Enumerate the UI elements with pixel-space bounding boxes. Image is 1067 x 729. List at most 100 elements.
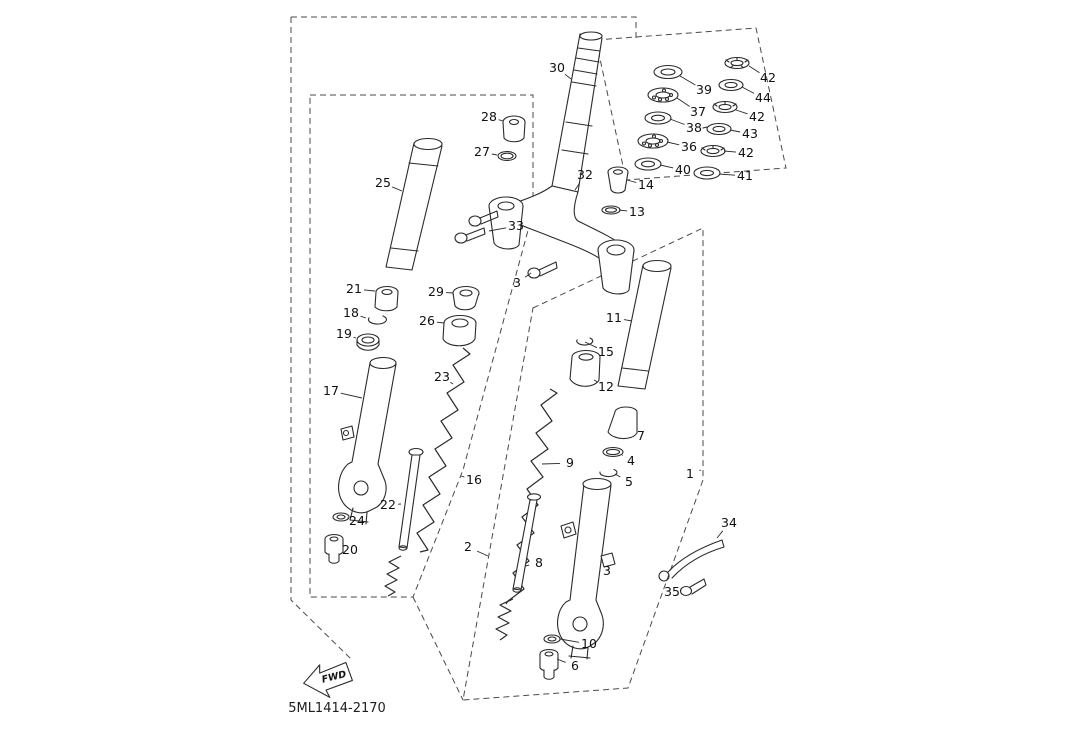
bolt-35 <box>679 578 707 597</box>
ring-nut-42c <box>700 144 726 158</box>
leader-line <box>676 97 690 107</box>
part-number-label: 9 <box>566 455 574 470</box>
part-code: 5ML1414-2170 <box>288 701 386 716</box>
part-number-label: 19 <box>336 326 352 341</box>
washer-24 <box>332 512 350 522</box>
leader-lines <box>340 65 760 663</box>
part-number-label: 2 <box>464 539 472 554</box>
leader-line <box>729 129 741 133</box>
leader-line <box>626 179 637 183</box>
bearing-cover-39 <box>653 64 683 80</box>
fwd-arrow: FWD <box>303 661 353 698</box>
lock-washer-43 <box>702 122 732 136</box>
cap-bolt-28 <box>502 115 526 143</box>
part-number-label: 42 <box>749 109 765 124</box>
o-ring-13 <box>601 205 621 215</box>
part-number-label: 6 <box>571 658 579 673</box>
leader-line <box>669 118 685 125</box>
snap-ring-18 <box>367 315 387 325</box>
part-number-label: 41 <box>737 168 753 183</box>
fork-spring-left <box>416 347 471 553</box>
hose-bracket-34 <box>658 539 725 582</box>
leader-line <box>666 141 680 146</box>
part-number-label: 26 <box>419 313 435 328</box>
clip-15 <box>576 337 594 346</box>
leader-line <box>342 543 344 545</box>
part-number-label: 10 <box>581 636 597 651</box>
part-number-label: 7 <box>637 428 645 443</box>
washer-10 <box>543 634 561 644</box>
inner-tube-right <box>617 259 672 390</box>
part-number-label: 12 <box>598 379 614 394</box>
ring-nut-42a <box>724 56 750 70</box>
bolt-20 <box>324 533 344 564</box>
part-number-label: 27 <box>474 144 490 159</box>
part-number-label: 32 <box>577 167 593 182</box>
part-number-label: 22 <box>380 497 396 512</box>
part-number-label: 3 <box>603 563 611 578</box>
cap-7 <box>607 406 638 440</box>
part-number-label: 13 <box>629 204 645 219</box>
outer-tube-left <box>338 356 397 525</box>
clip-5 <box>599 468 618 478</box>
part-number-label: 21 <box>346 281 362 296</box>
leader-line <box>340 392 363 399</box>
leader-line <box>723 150 737 153</box>
leader-line <box>621 454 623 456</box>
damper-rod-left <box>398 447 424 551</box>
inner-tube-left <box>385 137 443 271</box>
part-number-label: 24 <box>349 513 365 528</box>
part-number-label: 29 <box>428 284 444 299</box>
ring-nut-42b <box>712 100 738 114</box>
outer-boundary-bottom-diagonal <box>412 596 464 701</box>
part-number-label: 44 <box>755 90 771 105</box>
part-number-label: 34 <box>721 515 737 530</box>
part-number-label: 25 <box>375 175 391 190</box>
part-number-label: 37 <box>690 104 706 119</box>
steering-stem <box>551 31 603 193</box>
leader-line <box>716 530 724 539</box>
outer-boundary-top <box>291 16 637 42</box>
leader-line <box>618 209 628 212</box>
leader-line <box>353 336 357 339</box>
leader-line <box>679 75 696 86</box>
leader-line <box>735 109 748 115</box>
part-number-label: 36 <box>681 139 697 154</box>
under-bracket <box>488 185 635 295</box>
damper-rod-right <box>512 493 542 593</box>
bearing-race-40 <box>634 157 662 171</box>
leader-line <box>476 550 489 557</box>
rebound-spring-right <box>495 598 514 641</box>
part-number-label: 33 <box>508 218 524 233</box>
leader-line <box>450 382 454 385</box>
leader-line <box>718 173 736 176</box>
leader-line <box>574 183 580 191</box>
leader-line <box>541 462 561 465</box>
part-number-label: 43 <box>742 126 758 141</box>
dust-seal-41 <box>693 166 721 180</box>
left-fork-group-box <box>309 94 534 598</box>
leader-line <box>524 272 532 278</box>
part-number-label: 20 <box>342 542 358 557</box>
leader-line <box>488 227 507 232</box>
part-number-label: 14 <box>638 177 654 192</box>
part-number-label: 5 <box>625 474 633 489</box>
rebound-spring-left <box>384 555 402 597</box>
leader-line <box>584 341 598 349</box>
part-number-label: 35 <box>664 584 680 599</box>
part-number-label: 39 <box>696 82 712 97</box>
cap-nut-14 <box>607 166 629 194</box>
right-fork-group-box <box>462 227 704 701</box>
leader-line <box>460 475 465 478</box>
leader-line <box>559 638 580 643</box>
spring-seat-29 <box>452 285 480 311</box>
part-number-label: 38 <box>686 120 702 135</box>
leader-line <box>748 65 760 74</box>
washer-44 <box>718 78 744 92</box>
bolt-6 <box>539 648 559 680</box>
part-number-label: 40 <box>675 162 691 177</box>
spacer-26 <box>442 314 477 347</box>
leader-line <box>392 186 403 192</box>
leader-line <box>699 469 702 472</box>
